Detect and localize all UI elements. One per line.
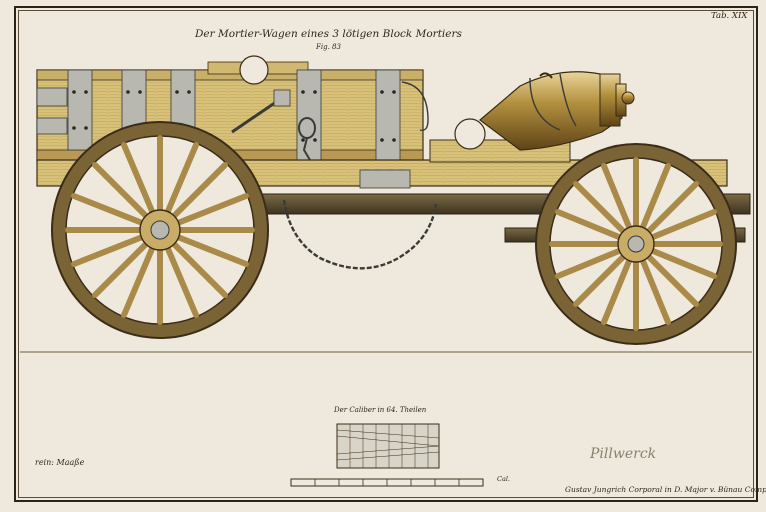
hanging-chain	[282, 199, 438, 270]
front-wheel	[51, 121, 269, 339]
caliber-scale-bar	[290, 478, 484, 487]
rear-wheel	[535, 143, 737, 345]
scale-unit-label: Cal.	[497, 475, 510, 483]
pencil-signature: Pillwerck	[590, 446, 657, 462]
figure-number: Fig. 83	[316, 43, 341, 51]
plate-border	[14, 6, 758, 502]
plate-title: Der Mortier-Wagen eines 3 lötigen Block …	[195, 28, 462, 40]
scale-title: Der Caliber in 64. Theilen	[334, 406, 427, 414]
measure-note: rein: Maaße	[35, 458, 85, 467]
engraver-credit: Gustav Jungrich Corporal in D. Major v. …	[565, 485, 766, 494]
plate-number: Tab. XIX	[711, 11, 748, 21]
bronze-mortar	[479, 71, 635, 151]
caliber-scale-diagram	[336, 423, 440, 469]
plate-inner-border	[18, 10, 754, 498]
